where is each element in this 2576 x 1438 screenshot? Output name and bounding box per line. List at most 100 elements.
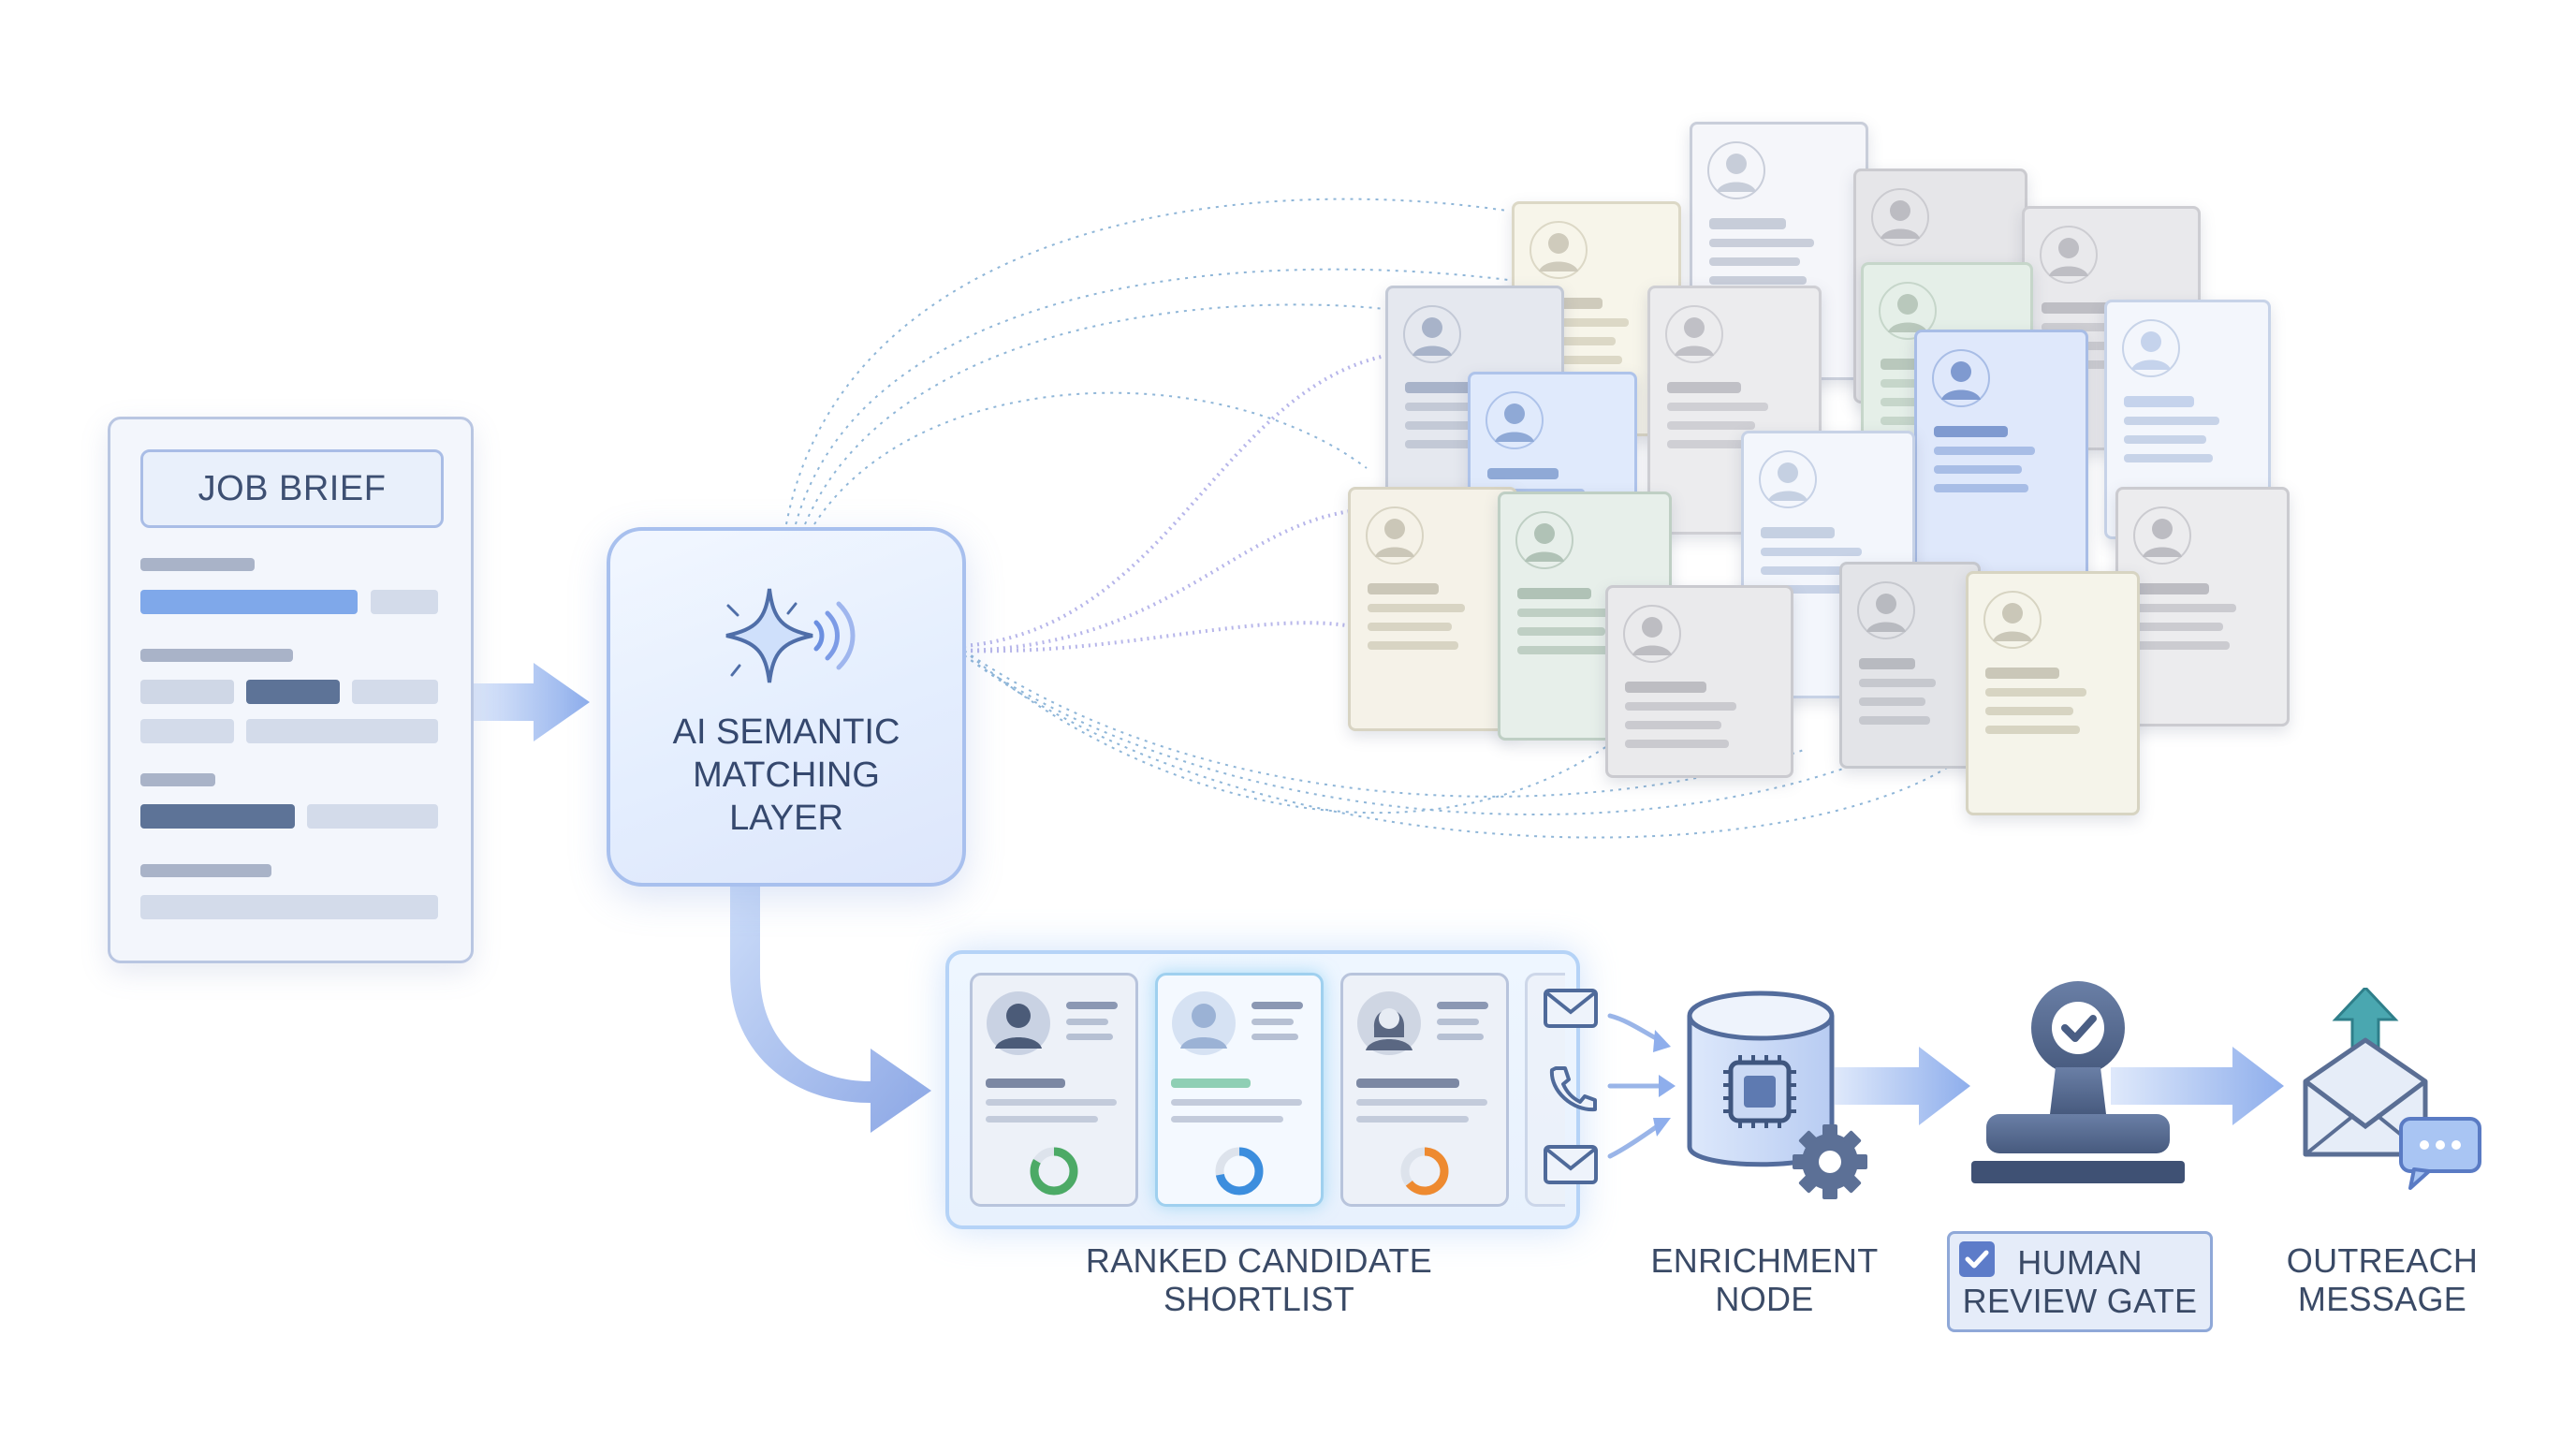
avatar-icon <box>2133 506 2191 565</box>
card-line <box>1066 1019 1108 1025</box>
card-line <box>1625 702 1736 711</box>
card-line <box>1405 382 1482 393</box>
database-chip-gear-icon <box>1687 990 1867 1199</box>
card-line <box>1667 382 1741 393</box>
card-line <box>1761 566 1849 575</box>
card-line <box>1171 1099 1302 1106</box>
card-line <box>1625 721 1721 729</box>
arrow-enrichment-to-review <box>1835 1047 1970 1125</box>
score-ring-icon <box>1400 1147 1449 1196</box>
avatar-icon <box>1665 305 1723 363</box>
avatar-icon <box>1857 581 1915 639</box>
human-review-gate-box: HUMAN REVIEW GATE <box>1947 1231 2213 1332</box>
card-line <box>2124 417 2219 425</box>
approval-stamp-icon <box>1971 981 2185 1183</box>
avatar-icon <box>2040 226 2098 284</box>
brief-line <box>140 804 295 829</box>
candidate-profile-card <box>1605 585 1793 778</box>
avatar-icon <box>1707 141 1765 199</box>
sparkle-signal-icon <box>725 588 856 683</box>
card-line <box>1171 1078 1251 1088</box>
card-line <box>2135 604 2236 612</box>
channel-arrowheads <box>1653 1030 1676 1137</box>
brief-line <box>307 804 438 829</box>
card-line <box>1985 707 2073 715</box>
avatar-icon <box>1486 391 1544 449</box>
brief-line <box>140 719 234 743</box>
shortlist-card-highlighted <box>1155 973 1324 1207</box>
card-line <box>1859 716 1930 725</box>
avatar-icon <box>1871 188 1929 246</box>
arrow-ai-to-shortlist <box>730 885 931 1133</box>
card-line <box>1531 318 1629 327</box>
channel-arrows <box>1607 1013 1664 1159</box>
arrow-review-to-outreach <box>2111 1047 2284 1125</box>
male-avatar-dark-icon <box>987 991 1050 1055</box>
score-ring-icon <box>1215 1147 1264 1196</box>
phone-icon <box>1549 1066 1597 1112</box>
card-line <box>2135 641 2230 650</box>
card-line <box>2042 323 2146 331</box>
card-line <box>1859 697 1925 706</box>
card-line <box>1368 604 1465 612</box>
card-line <box>1985 726 2080 734</box>
brief-line <box>246 680 340 704</box>
avatar-icon <box>1623 605 1681 663</box>
ranked-candidate-shortlist <box>945 950 1580 1229</box>
card-line <box>1171 1116 1283 1123</box>
review-gate-label: HUMAN REVIEW GATE <box>1962 1243 2198 1320</box>
card-line <box>2135 623 2223 631</box>
brief-line <box>140 895 438 919</box>
card-line <box>1251 1034 1298 1040</box>
card-line <box>1356 1099 1487 1106</box>
card-line <box>1517 646 1612 654</box>
avatar-icon <box>1366 506 1424 565</box>
envelope-icon <box>1544 989 1598 1028</box>
card-line <box>1437 1034 1484 1040</box>
avatar-icon <box>2122 319 2180 377</box>
outreach-label: OUTREACH MESSAGE <box>2286 1241 2479 1318</box>
card-line <box>1368 641 1458 650</box>
brief-line <box>140 649 293 662</box>
shortlist-label: RANKED CANDIDATE SHORTLIST <box>1085 1241 1433 1318</box>
candidate-profile-card <box>2115 487 2290 726</box>
card-line <box>986 1099 1117 1106</box>
card-line <box>1985 668 2059 679</box>
card-line <box>1405 440 1502 448</box>
card-line <box>2124 396 2194 407</box>
card-line <box>1531 356 1622 364</box>
arrow-brief-to-ai <box>473 663 590 741</box>
brief-line <box>140 680 234 704</box>
card-line <box>1667 421 1755 430</box>
ai-layer-label: AI SEMANTIC MATCHING LAYER <box>672 712 900 838</box>
card-line <box>2124 435 2206 444</box>
card-line <box>1761 527 1835 538</box>
card-line <box>986 1078 1065 1088</box>
job-brief-document: JOB BRIEF <box>108 417 474 963</box>
candidate-profile-card <box>1839 562 1981 769</box>
avatar-icon <box>1403 305 1461 363</box>
card-line <box>1934 484 2028 492</box>
card-line <box>1356 1116 1469 1123</box>
card-line <box>1709 276 1807 285</box>
candidate-profile-card <box>1348 487 1517 731</box>
active-match-lines <box>963 354 1386 653</box>
card-line <box>1709 239 1814 247</box>
card-line <box>1251 1019 1294 1025</box>
card-line <box>1368 583 1439 594</box>
card-line <box>986 1116 1098 1123</box>
card-line <box>1709 218 1786 229</box>
avatar-icon <box>1932 349 1990 407</box>
brief-line <box>140 558 255 571</box>
ai-semantic-matching-layer: AI SEMANTIC MATCHING LAYER <box>607 527 966 887</box>
shortlist-card <box>970 973 1138 1207</box>
card-line <box>1517 627 1605 636</box>
brief-line <box>140 590 358 614</box>
checkbox-icon <box>1959 1241 1995 1277</box>
card-line <box>2124 454 2213 462</box>
avatar-icon <box>1759 450 1817 508</box>
card-line <box>1517 588 1591 599</box>
card-line <box>1761 585 1855 594</box>
card-line <box>1066 1002 1118 1009</box>
